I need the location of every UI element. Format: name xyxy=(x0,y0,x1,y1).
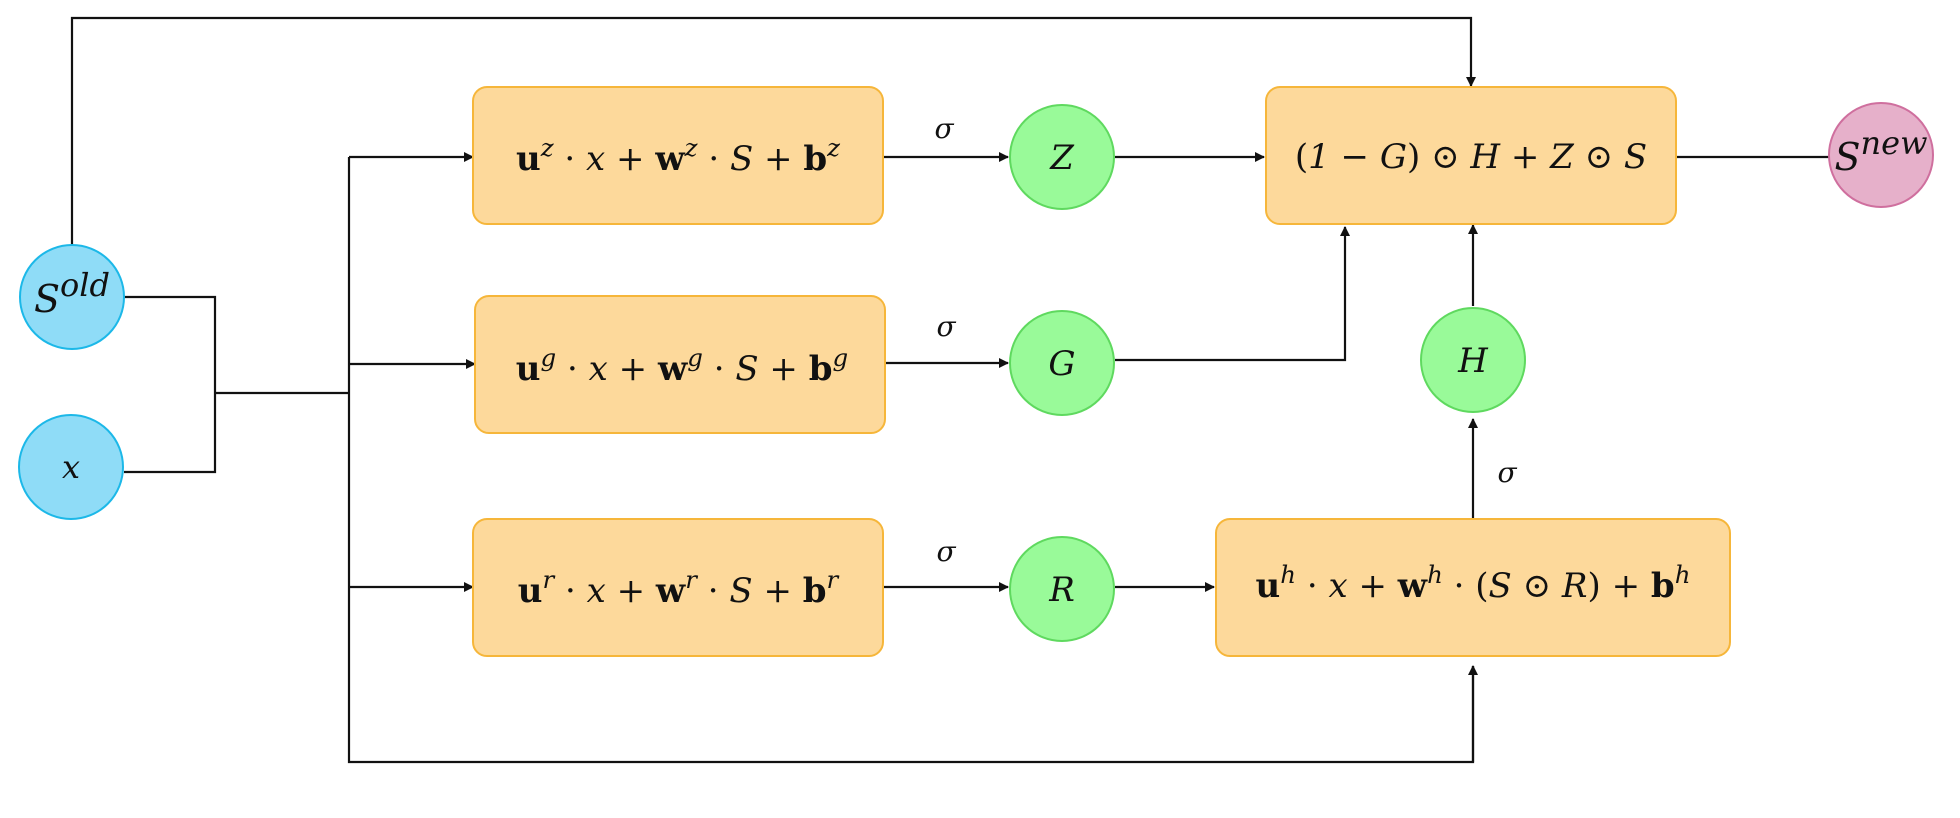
node-s-old-label: Sold xyxy=(34,266,110,321)
node-s-new: Snew xyxy=(1828,102,1934,208)
node-g-label: G xyxy=(1048,344,1075,384)
bus-vertical xyxy=(347,157,1475,764)
node-s-new-circle xyxy=(1828,102,1934,208)
node-g: G xyxy=(1009,310,1115,416)
sigma-label-r: σ xyxy=(936,535,956,568)
node-z: Z xyxy=(1009,104,1115,210)
node-r-circle xyxy=(1009,536,1115,642)
node-r-label: R xyxy=(1048,570,1075,610)
activation-labels: σ σ σ σ xyxy=(934,112,1517,568)
sigma-label-g: σ xyxy=(936,310,956,343)
connectors xyxy=(70,16,1829,764)
node-s-old: Sold xyxy=(19,244,125,350)
box-output-rect xyxy=(1265,86,1677,225)
box-output-equation: (1 − G) ⊙ H + Z ⊙ S xyxy=(1295,137,1647,177)
box-candidate-equation: uh · x + wh · (S ⊙ R) + bh xyxy=(1256,560,1691,606)
edge-g-to-output xyxy=(1115,226,1350,362)
sigma-label-h: σ xyxy=(1497,456,1517,489)
box-gate-g: ug · x + wg · S + bg xyxy=(474,295,886,434)
edge-sold-merge xyxy=(124,295,217,474)
node-s-new-label: Snew xyxy=(1835,124,1928,179)
node-x-label: x xyxy=(62,448,80,486)
box-update-gate: uz · x + wz · S + bz xyxy=(472,86,884,225)
box-gate-g-rect xyxy=(474,295,886,434)
node-x-circle xyxy=(18,414,124,520)
sigma-label-z: σ xyxy=(934,112,954,145)
box-candidate: uh · x + wh · (S ⊙ R) + bh xyxy=(1215,518,1731,657)
box-update-gate-rect xyxy=(472,86,884,225)
node-z-circle xyxy=(1009,104,1115,210)
node-g-circle xyxy=(1009,310,1115,416)
box-gate-g-equation: ug · x + wg · S + bg xyxy=(516,343,848,389)
node-h: H xyxy=(1420,307,1526,413)
node-z-label: Z xyxy=(1049,138,1075,178)
box-candidate-rect xyxy=(1215,518,1731,657)
box-reset-gate: ur · x + wr · S + br xyxy=(472,518,884,657)
box-update-gate-equation: uz · x + wz · S + bz xyxy=(516,133,841,179)
box-reset-gate-rect xyxy=(472,518,884,657)
node-r: R xyxy=(1009,536,1115,642)
node-h-circle xyxy=(1420,307,1526,413)
box-reset-gate-equation: ur · x + wr · S + br xyxy=(518,565,840,611)
node-s-old-circle xyxy=(19,244,125,350)
node-x: x xyxy=(18,414,124,520)
edge-sold-to-output xyxy=(70,16,1476,245)
box-output: (1 − G) ⊙ H + Z ⊙ S xyxy=(1265,86,1677,225)
node-h-label: H xyxy=(1457,341,1489,381)
